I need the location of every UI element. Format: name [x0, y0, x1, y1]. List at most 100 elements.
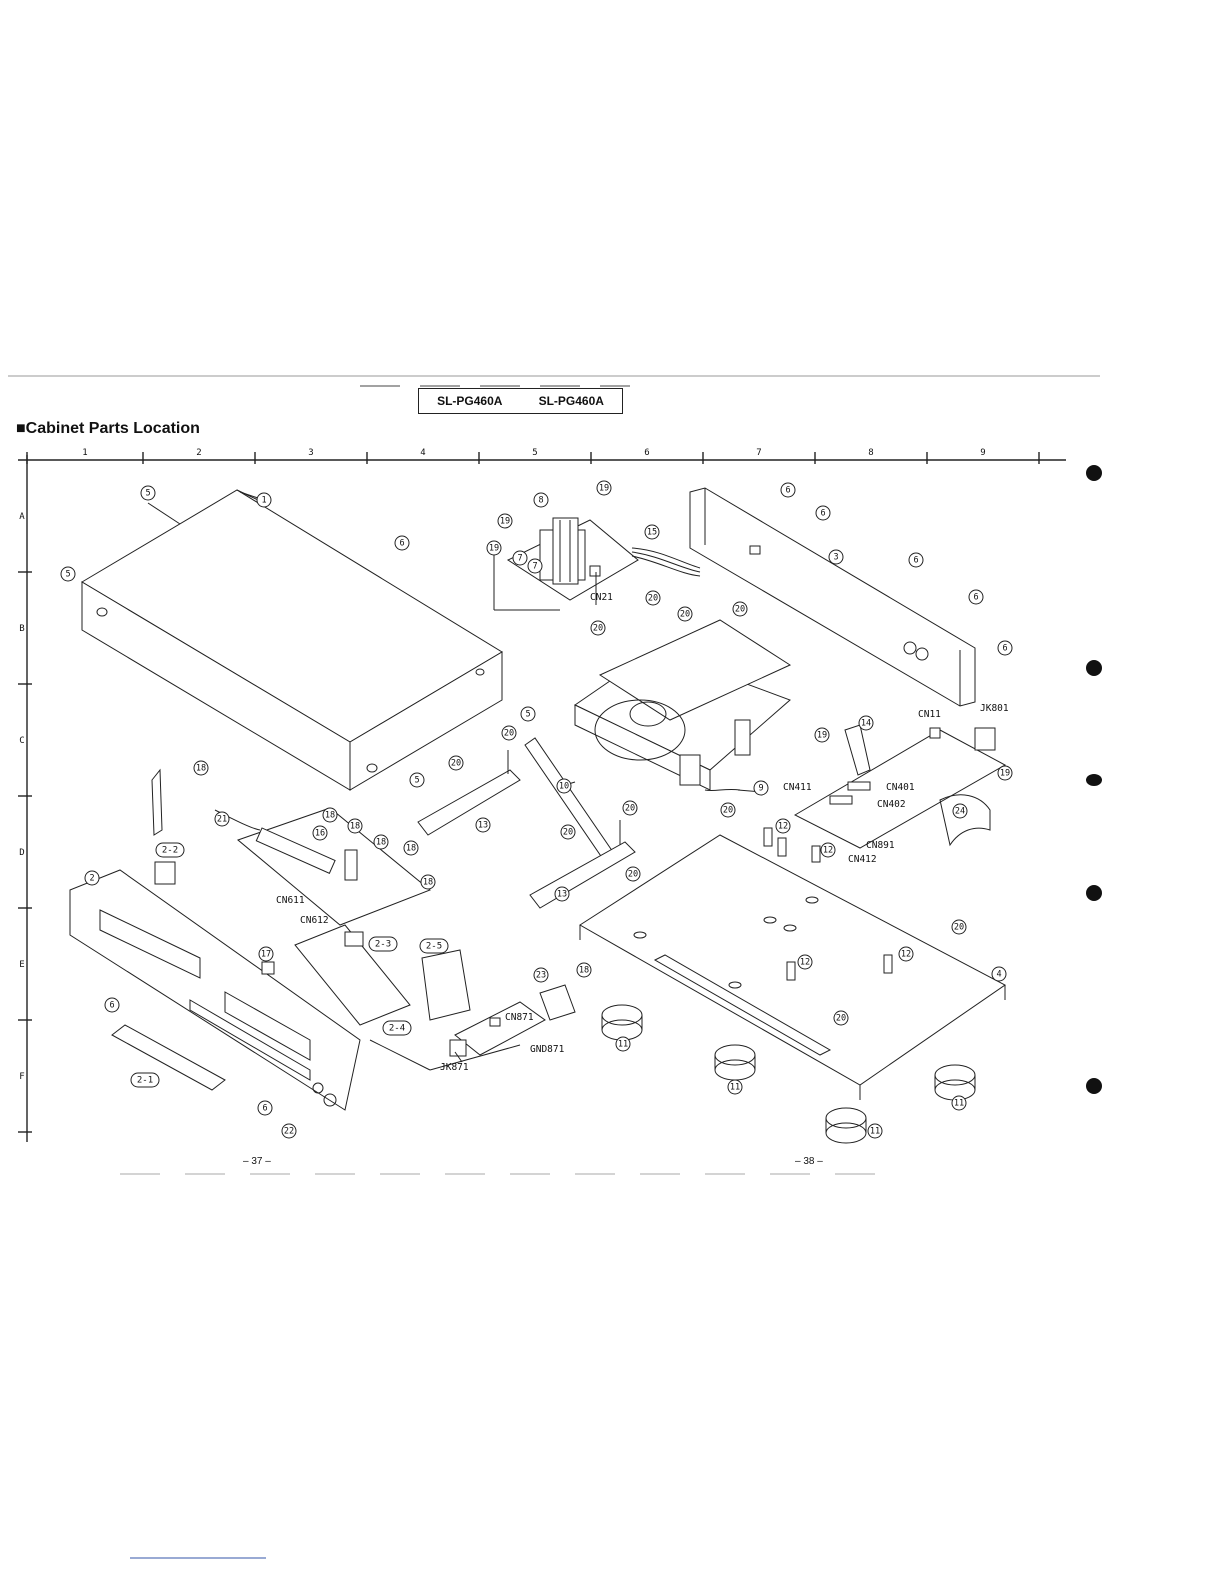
- svg-text:19: 19: [489, 544, 499, 554]
- front-panel: [69, 861, 361, 1111]
- page-number-right: – 38 –: [795, 1156, 823, 1167]
- svg-text:4: 4: [996, 970, 1001, 980]
- svg-text:18: 18: [325, 811, 335, 821]
- callout-15: 15: [644, 524, 660, 540]
- callout-19: 19: [497, 513, 513, 529]
- svg-text:12: 12: [778, 822, 788, 832]
- svg-text:2-4: 2-4: [389, 1024, 405, 1034]
- cn612-label: CN612: [300, 915, 329, 926]
- svg-text:2-3: 2-3: [375, 940, 391, 950]
- svg-text:2: 2: [89, 874, 94, 884]
- cn21-label: CN21: [590, 592, 613, 603]
- svg-text:2-5: 2-5: [426, 942, 442, 952]
- callout-22: 22: [281, 1123, 297, 1139]
- page-number-left: – 37 –: [243, 1156, 271, 1167]
- callout-20: 20: [720, 802, 736, 818]
- callout-18: 18: [373, 834, 389, 850]
- callout-13: 13: [554, 886, 570, 902]
- callout-10: 10: [556, 778, 572, 794]
- svg-text:19: 19: [817, 731, 827, 741]
- connection-wire: [704, 788, 741, 792]
- svg-text:6: 6: [913, 556, 918, 566]
- svg-text:11: 11: [730, 1083, 740, 1093]
- punch-hole: [1086, 660, 1102, 676]
- svg-text:14: 14: [861, 719, 871, 729]
- svg-text:12: 12: [901, 950, 911, 960]
- column-label: 3: [308, 448, 313, 458]
- callout-18: 18: [193, 760, 209, 776]
- callout-1: 1: [256, 492, 272, 508]
- callout-2-3: 2-3: [368, 936, 398, 952]
- svg-text:20: 20: [504, 729, 514, 739]
- callout-20: 20: [677, 606, 693, 622]
- punch-hole: [1086, 1078, 1102, 1094]
- svg-text:18: 18: [406, 844, 416, 854]
- callout-12: 12: [820, 842, 836, 858]
- svg-text:18: 18: [196, 764, 206, 774]
- callout-18: 18: [420, 874, 436, 890]
- svg-text:10: 10: [559, 782, 569, 792]
- svg-text:11: 11: [618, 1040, 628, 1050]
- svg-text:5: 5: [145, 489, 150, 499]
- row-label: B: [19, 624, 24, 634]
- column-label: 8: [868, 448, 873, 458]
- svg-text:20: 20: [451, 759, 461, 769]
- callout-24: 24: [952, 803, 968, 819]
- cn891-label: CN891: [866, 840, 895, 851]
- callout-20: 20: [560, 824, 576, 840]
- svg-text:5: 5: [65, 570, 70, 580]
- svg-text:6: 6: [820, 509, 825, 519]
- exploded-view-diagram: .ln { stroke:#222; stroke-width:1; fill:…: [18, 448, 1066, 1144]
- model-left: SL-PG460A: [437, 394, 503, 408]
- svg-text:23: 23: [536, 971, 546, 981]
- callout-19: 19: [486, 540, 502, 556]
- svg-text:18: 18: [350, 822, 360, 832]
- svg-text:20: 20: [628, 870, 638, 880]
- callout-20: 20: [448, 755, 464, 771]
- svg-text:22: 22: [284, 1127, 294, 1137]
- svg-text:13: 13: [478, 821, 488, 831]
- svg-text:18: 18: [579, 966, 589, 976]
- callout-5: 5: [409, 772, 425, 788]
- callout-5: 5: [60, 566, 76, 582]
- callout-13: 13: [475, 817, 491, 833]
- svg-text:18: 18: [376, 838, 386, 848]
- model-header-box: SL-PG460A SL-PG460A: [418, 388, 623, 414]
- row-label: A: [19, 512, 25, 522]
- headphone-pcb: [449, 1001, 546, 1057]
- callout-5: 5: [140, 485, 156, 501]
- cn411-label: CN411: [783, 782, 812, 793]
- svg-text:12: 12: [800, 958, 810, 968]
- svg-text:20: 20: [723, 806, 733, 816]
- cn401-label: CN401: [886, 782, 915, 793]
- cn611-label: CN611: [276, 895, 305, 906]
- callout-14: 14: [858, 715, 874, 731]
- callout-12: 12: [797, 954, 813, 970]
- svg-text:7: 7: [517, 554, 522, 564]
- row-label: D: [19, 848, 24, 858]
- row-label: E: [19, 960, 24, 970]
- column-label: 6: [644, 448, 649, 458]
- callout-20: 20: [501, 725, 517, 741]
- leader-lines: [147, 491, 763, 1071]
- jk801-label: JK801: [980, 703, 1009, 714]
- cn871-label: CN871: [505, 1012, 534, 1023]
- callout-11: 11: [615, 1036, 631, 1052]
- callout-6: 6: [257, 1100, 273, 1116]
- svg-text:15: 15: [647, 528, 657, 538]
- ribbon-cable: [844, 724, 871, 776]
- callout-20: 20: [645, 590, 661, 606]
- callout-7: 7: [512, 550, 528, 566]
- callout-18: 18: [347, 818, 363, 834]
- callout-17: 17: [258, 946, 274, 962]
- svg-text:11: 11: [870, 1127, 880, 1137]
- gnd871-label: GND871: [530, 1044, 565, 1055]
- cn11-label: CN11: [918, 709, 941, 720]
- svg-text:20: 20: [954, 923, 964, 933]
- svg-text:20: 20: [836, 1014, 846, 1024]
- mechanism-holder: [417, 750, 636, 909]
- svg-text:1: 1: [261, 496, 266, 506]
- callout-5: 5: [520, 706, 536, 722]
- svg-text:3: 3: [833, 553, 838, 563]
- svg-text:5: 5: [414, 776, 419, 786]
